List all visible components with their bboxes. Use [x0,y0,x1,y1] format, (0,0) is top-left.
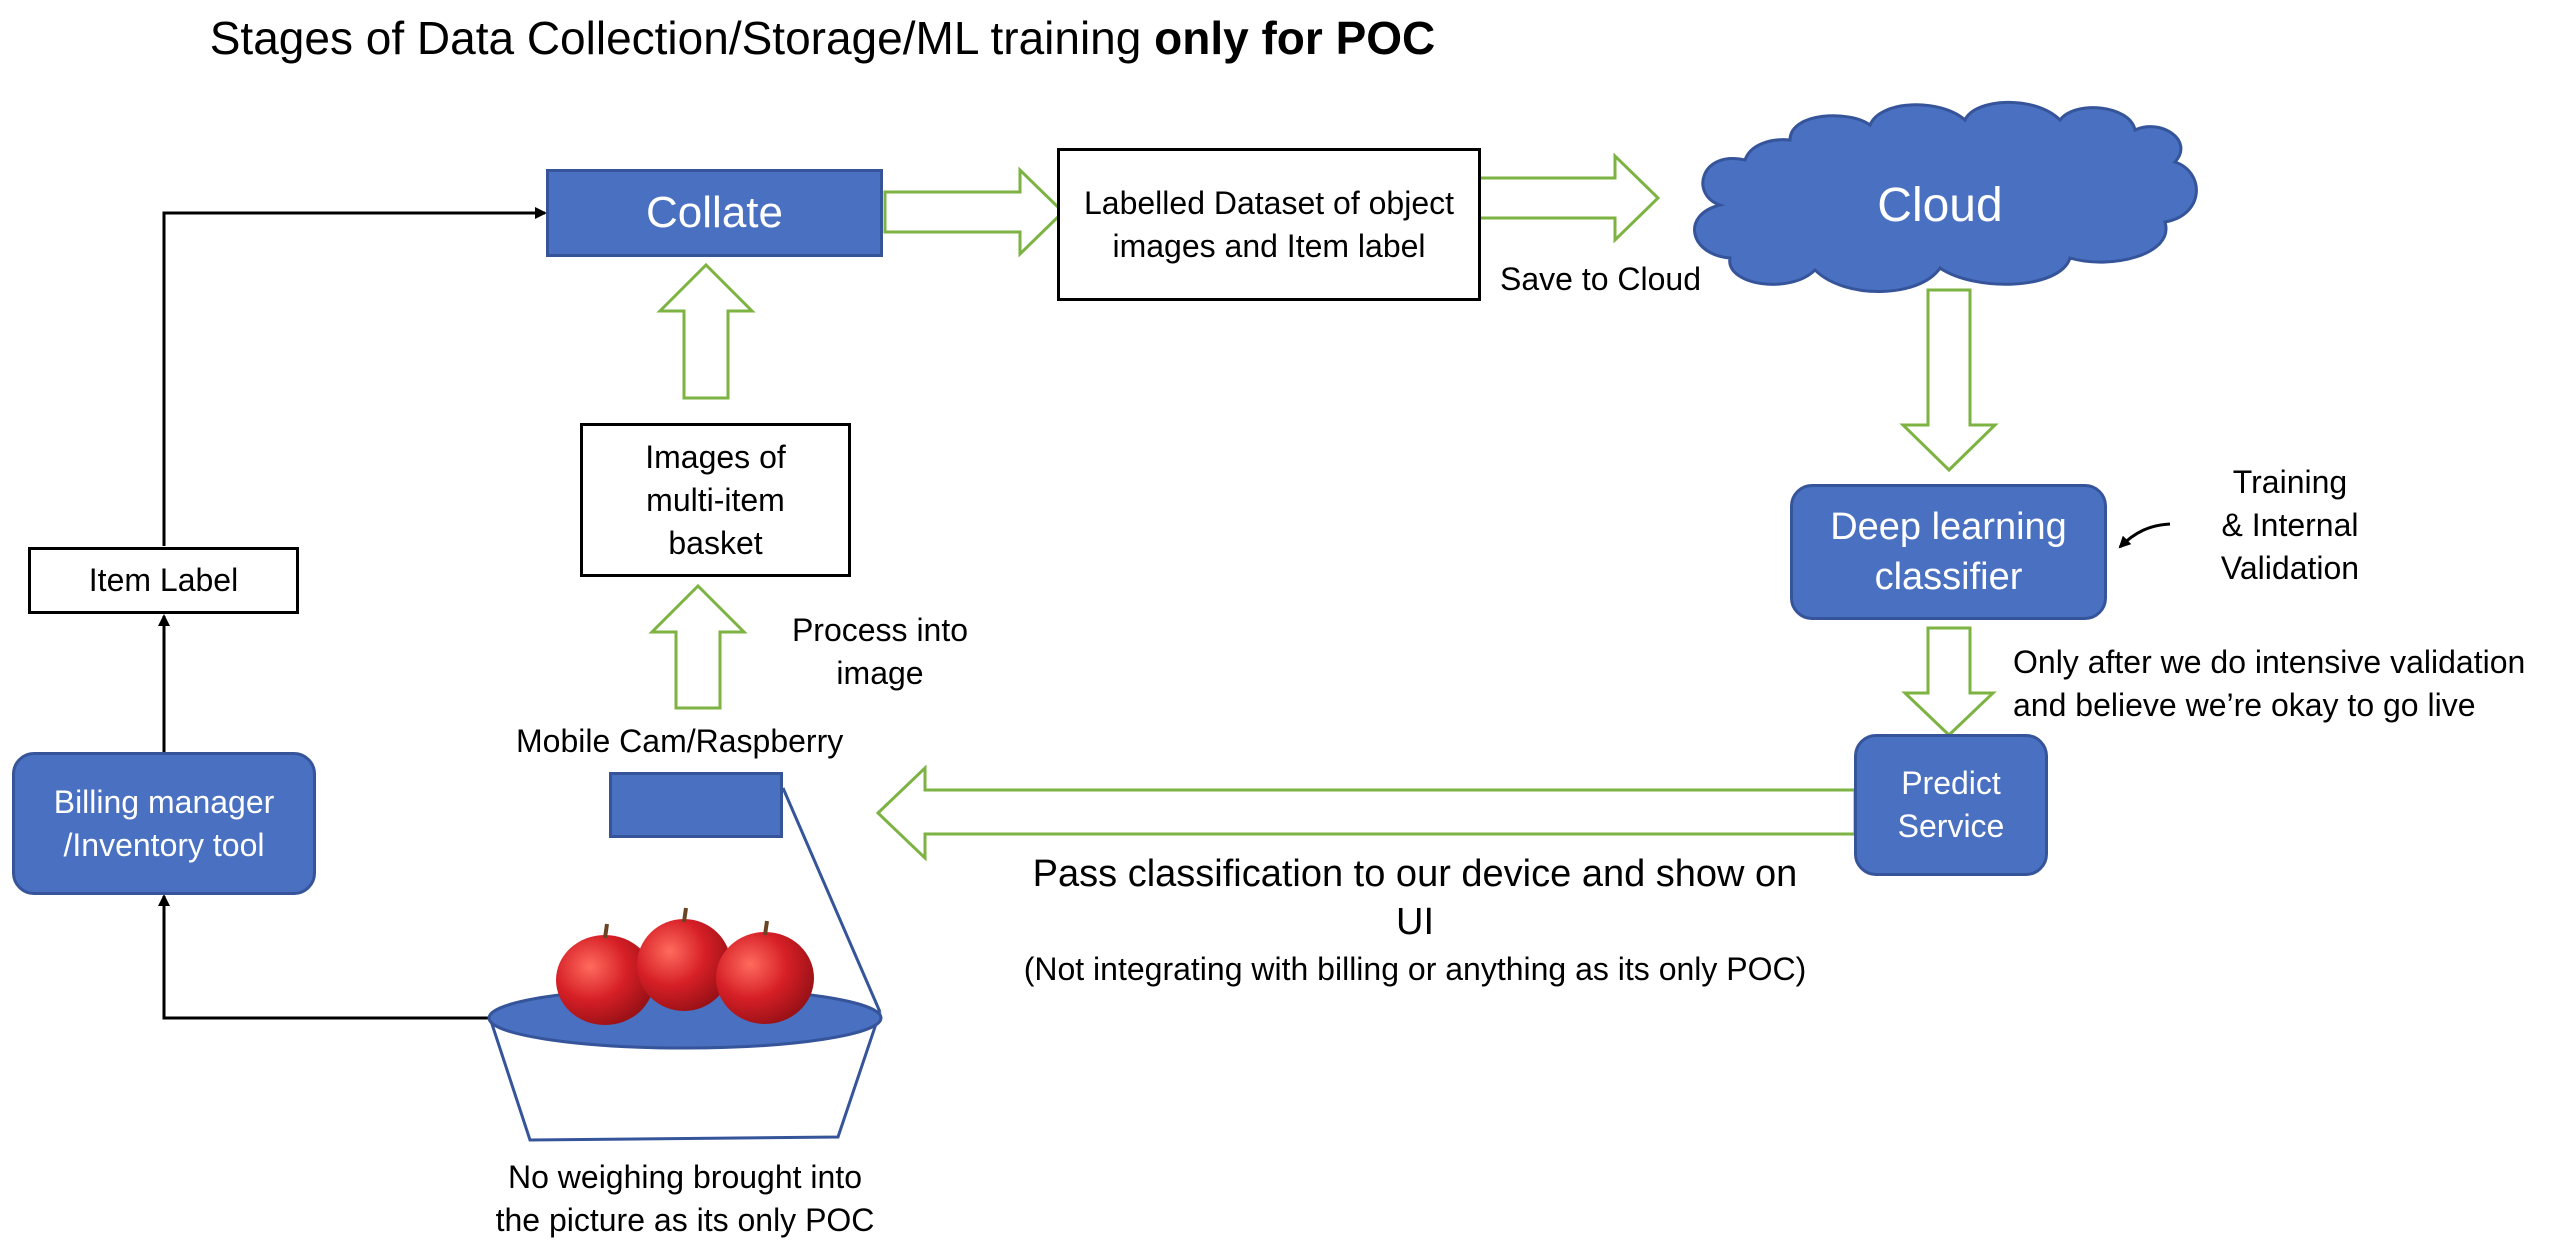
arrow-predict-to-camera [875,764,1857,862]
apple-icon [556,923,654,1025]
predict-service-box: Predict Service [1854,734,2048,876]
title-bold: only for POC [1154,12,1436,64]
no-weigh-line-1: No weighing brought into [507,1159,862,1195]
cloud-shape [1693,100,2198,293]
pass-line-2: UI [1396,901,1434,943]
go-live-line-2: and believe we’re okay to go live [2013,687,2476,723]
item-label-label: Item Label [88,562,239,598]
process-line-1: Process into [791,612,969,648]
mobile-cam-label: Mobile Cam/Raspberry [516,723,844,759]
go-live-note: Only after we do intensive validation an… [2013,641,2525,727]
collate-label: Collate [646,188,783,237]
no-weighing-label: No weighing brought into the picture as … [470,1156,900,1242]
arrow-camera-to-images [648,583,748,710]
no-weigh-line-2: the picture as its only POC [495,1202,875,1238]
pass-line-1: Pass classification to our device and sh… [1032,853,1798,895]
training-line-2: & Internal [2221,507,2359,543]
training-validation-label: Training & Internal Validation [2200,461,2380,590]
process-into-image-label: Process into image [780,609,980,695]
arrow-classifier-to-predict [1901,626,1997,738]
training-pointer-arrow [2118,522,2171,549]
process-line-2: image [836,655,924,691]
arrow-images-to-collate [656,262,756,400]
camera-view-lines [488,787,882,1142]
connector-plate-to-billing [158,894,490,1020]
arrow-collate-to-dataset [883,166,1066,258]
apple-icon [637,907,731,1011]
camera-device [609,772,783,838]
item-label-box: Item Label [28,547,299,614]
apples-group [556,907,814,1025]
images-basket-box: Images of multi-item basket [580,423,851,577]
arrow-dataset-to-cloud [1476,152,1661,244]
deep-learning-classifier-box: Deep learning classifier [1790,484,2107,620]
pass-note: (Not integrating with billing or anythin… [1023,951,1807,987]
go-live-line-1: Only after we do intensive validation [2013,644,2526,680]
apple-icon [716,920,814,1024]
collate-box: Collate [546,169,883,257]
labelled-dataset-label: Labelled Dataset of object images and It… [1083,184,1455,264]
diagram-title: Stages of Data Collection/Storage/ML tra… [0,8,1645,68]
title-main: Stages of Data Collection/Storage/ML tra… [209,12,1155,64]
pass-classification-label: Pass classification to our device and sh… [980,850,1850,992]
arrow-cloud-to-classifier [1899,288,1999,473]
deep-learning-label: Deep learning classifier [1830,506,2067,598]
billing-manager-box: Billing manager /Inventory tool [12,752,316,895]
labelled-dataset-box: Labelled Dataset of object images and It… [1057,148,1481,301]
billing-manager-label: Billing manager /Inventory tool [53,783,275,863]
training-line-3: Validation [2220,550,2360,586]
cloud-label: Cloud [1877,178,2003,232]
save-to-cloud-label: Save to Cloud [1500,261,1702,297]
cloud-label-box: Cloud [1800,165,2080,245]
connector-itemlabel-to-collate [162,207,547,546]
predict-service-label: Predict Service [1897,765,2005,844]
training-line-1: Training [2232,464,2348,500]
images-basket-label: Images of multi-item basket [645,438,786,561]
